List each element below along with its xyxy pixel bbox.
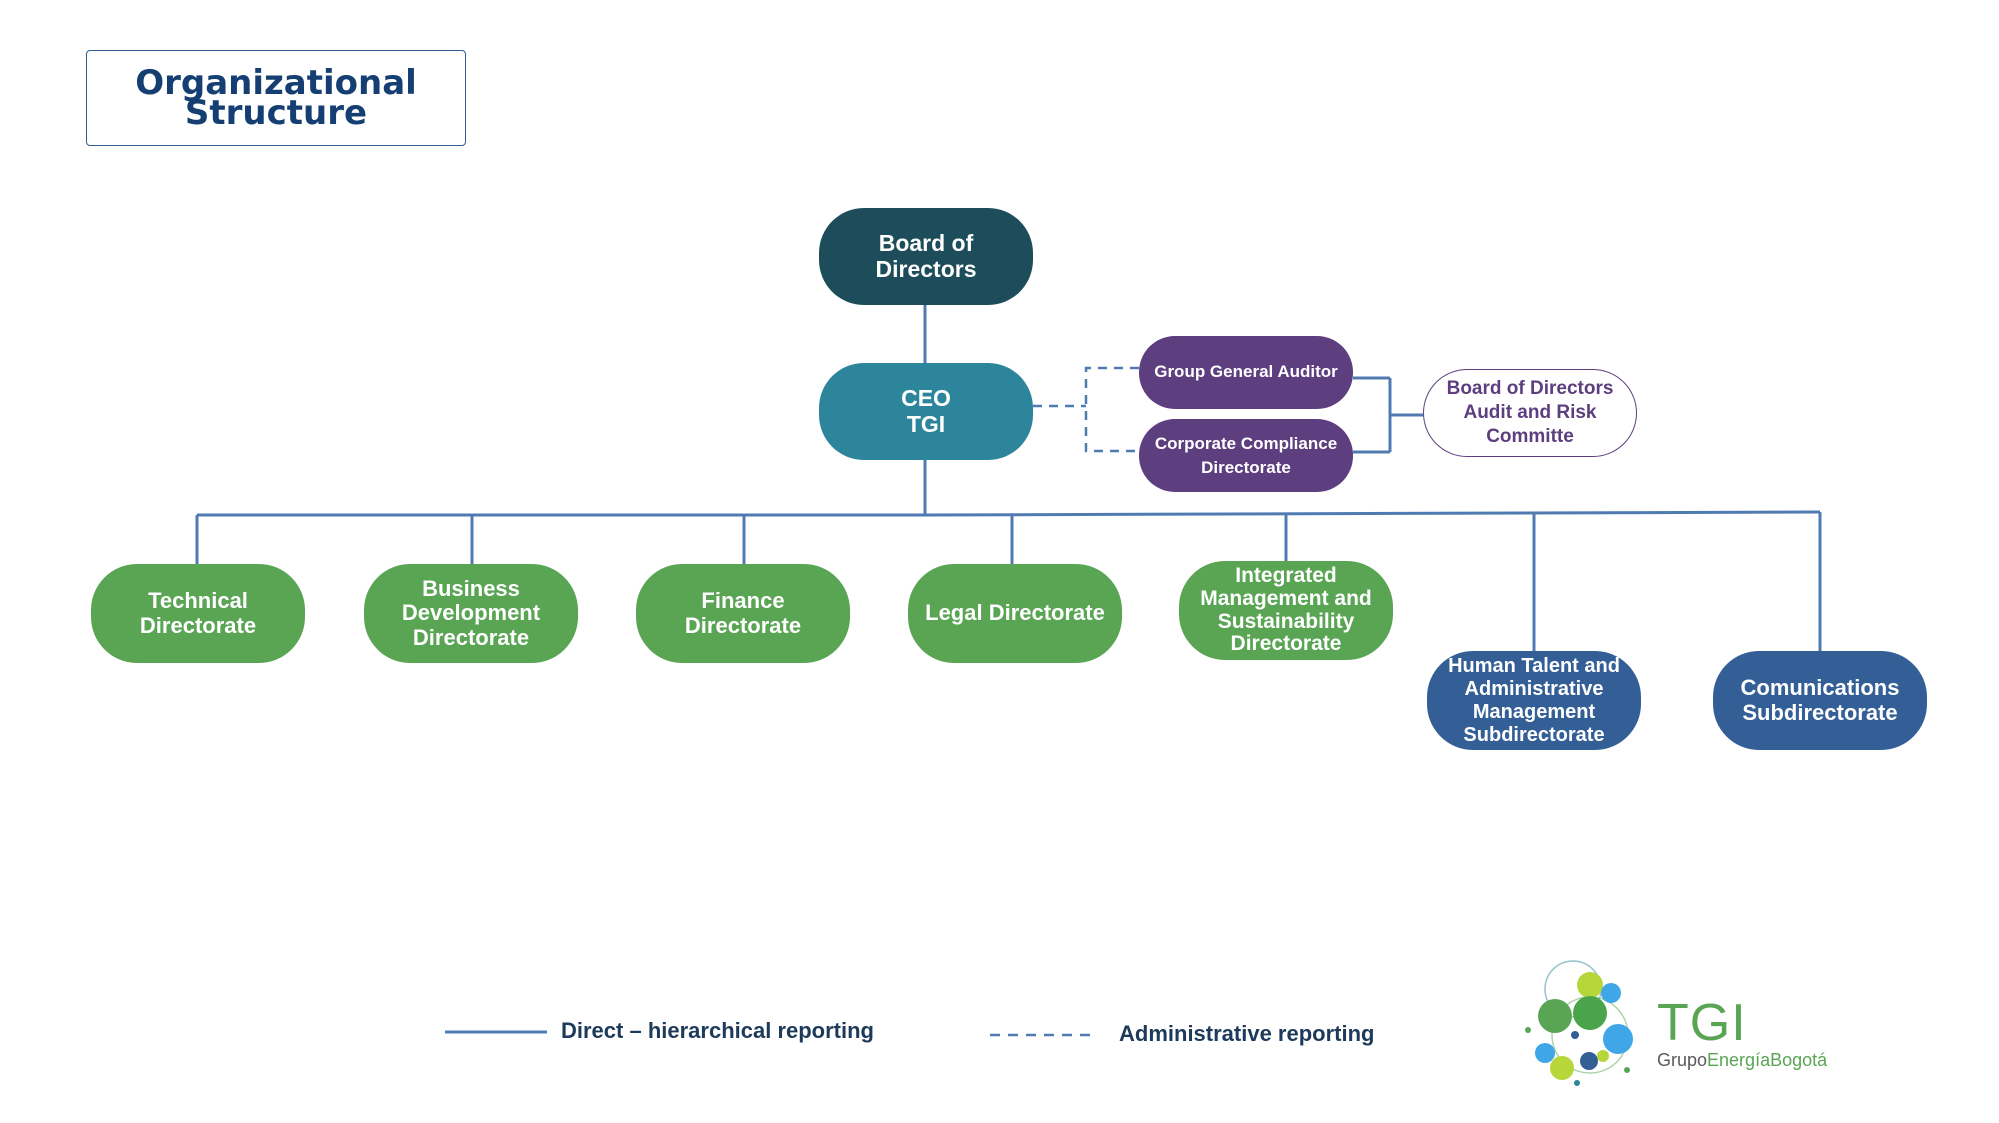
tgi-logo-icon [1525, 960, 1633, 1086]
node-label: Integrated Management and Sustainability… [1200, 564, 1372, 656]
node-label: Corporate Compliance Directorate [1154, 433, 1338, 477]
title-line-2: Structure [184, 93, 368, 133]
node-finance-directorate: Finance Directorate [636, 564, 850, 663]
node-label: Technical Directorate [139, 588, 257, 638]
admin-bracket-dash [1084, 366, 1139, 453]
logo-group-prefix: Grupo [1657, 1050, 1708, 1070]
node-technical-directorate: Technical Directorate [91, 564, 305, 663]
logo-group-name: GrupoEnergíaBogotá [1657, 1050, 1827, 1071]
node-label: Comunications Subdirectorate [1740, 675, 1900, 725]
node-label: Group General Auditor [1154, 362, 1338, 382]
node-human-talent-subdirectorate: Human Talent and Administrative Manageme… [1427, 651, 1641, 750]
node-label: Board of Directors [875, 230, 977, 282]
logo-name: TGI [1657, 994, 1747, 1052]
node-label: Finance Directorate [684, 588, 802, 638]
node-corporate-compliance: Corporate Compliance Directorate [1139, 419, 1353, 492]
node-label: Board of Directors Audit and Risk Commit… [1446, 378, 1614, 447]
node-label: CEO TGI [901, 385, 951, 437]
bus-right-line [924, 510, 1821, 517]
node-integrated-management-directorate: Integrated Management and Sustainability… [1179, 561, 1393, 660]
page-title: Organizational Structure [135, 63, 417, 133]
title-line-1: Organizational [135, 63, 417, 103]
node-ceo: CEO TGI [819, 363, 1033, 460]
node-audit-risk-committee: Board of Directors Audit and Risk Commit… [1423, 369, 1637, 457]
node-group-general-auditor: Group General Auditor [1139, 336, 1353, 409]
node-board-of-directors: Board of Directors [819, 208, 1033, 305]
node-communications-subdirectorate: Comunications Subdirectorate [1713, 651, 1927, 750]
legend-direct-label: Direct – hierarchical reporting [561, 1018, 874, 1043]
node-label: Human Talent and Administrative Manageme… [1448, 654, 1620, 746]
legend-administrative-label: Administrative reporting [1119, 1021, 1375, 1046]
logo-group-suffix: EnergíaBogotá [1707, 1050, 1828, 1070]
node-label: Business Development Directorate [401, 576, 541, 650]
node-legal-directorate: Legal Directorate [908, 564, 1122, 663]
title-box: Organizational Structure [86, 50, 466, 146]
node-label: Legal Directorate [925, 600, 1105, 626]
node-business-development-directorate: Business Development Directorate [364, 564, 578, 663]
